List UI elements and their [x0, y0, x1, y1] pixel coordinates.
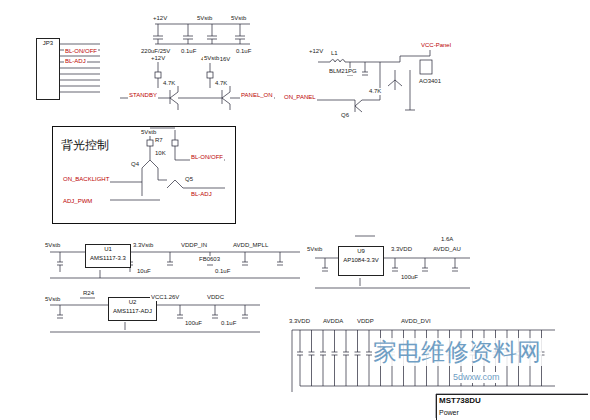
ic-box: U1AMS1117-3.3: [85, 244, 131, 268]
part-label: U1: [86, 245, 130, 254]
ic-box: JP3: [36, 38, 60, 100]
part-label: AMS1117-3.3: [86, 254, 130, 263]
title-text: Power: [437, 407, 588, 419]
part-label: AMS1117-ADJ: [109, 307, 156, 316]
part-value: 5Vstb: [44, 296, 61, 303]
net-label: VCC-Panel: [420, 42, 452, 49]
part-value: 3.3VDD: [390, 246, 413, 253]
capacitor-row: [153, 24, 250, 44]
net-label: PANEL_ON: [240, 92, 274, 99]
part-value: BLM21PG: [328, 68, 358, 75]
net-label: BL-ADJ: [190, 191, 213, 198]
part-value: 0.1uF: [180, 48, 197, 55]
net-label: ADJ_PWM: [62, 198, 93, 205]
part-value: 0.1uF: [235, 48, 252, 55]
net-label: ON_BACKLIGHT: [62, 176, 110, 183]
part-value: R7: [154, 137, 164, 144]
part-value: L1: [330, 50, 339, 57]
part-value: 3.3Vstb: [132, 242, 154, 249]
part-value: AVDDA: [322, 318, 344, 325]
part-value: 10uF: [136, 268, 152, 275]
part-value: VDDP: [356, 318, 375, 325]
part-value: VCC1.26V: [150, 294, 180, 301]
decoupling-bank: [292, 330, 555, 392]
part-value: R24: [82, 290, 95, 297]
net-label: BL-ADJ: [64, 58, 87, 65]
part-value: 1.6A: [440, 236, 454, 243]
capacitor-symbol: [320, 330, 326, 386]
net-label: BL-ON/OFF: [64, 48, 98, 55]
regulator-core-rail: [50, 298, 260, 332]
part-value: AO3401: [418, 78, 442, 85]
part-value: 100uF: [400, 274, 419, 281]
part-value: +12V: [150, 55, 166, 62]
part-value: AVDD_MPLL: [232, 242, 269, 249]
capacitor-symbol: [332, 330, 338, 386]
part-value: Q6: [340, 112, 350, 119]
backlight-circuit: [110, 128, 225, 200]
part-label: U9: [339, 247, 383, 256]
part-value: VDDC: [206, 294, 225, 301]
part-label: JP3: [37, 39, 59, 48]
part-value: 10K: [154, 150, 167, 157]
part-label: AP1084-3.3V: [339, 256, 383, 265]
part-value: +12V: [152, 15, 168, 22]
part-value: 100uF: [184, 320, 203, 327]
part-value: 0.1uF: [220, 320, 237, 327]
part-value: 5Vstb: [140, 129, 157, 136]
net-label: STANDBY: [128, 92, 158, 99]
part-value: Q4: [130, 161, 140, 168]
ic-box: U9AP1084-3.3V: [338, 246, 384, 276]
watermark: 家电维修资料网: [372, 338, 542, 366]
region-heading: 背光控制: [59, 137, 111, 153]
part-value: 4.7K: [162, 80, 176, 87]
part-value: AVDD_DVI: [400, 318, 432, 325]
capacitor-symbol: [343, 330, 349, 386]
part-value: 0.1uF: [214, 268, 231, 275]
title-text: MST738DU: [437, 395, 588, 407]
panel-power-switch: [300, 50, 432, 112]
capacitor-symbol: [355, 330, 361, 386]
part-value: 3.3VDD: [288, 318, 311, 325]
net-label: BL-ON/OFF: [190, 154, 224, 161]
part-label: U2: [109, 298, 156, 307]
part-value: AVDD_AU: [432, 246, 462, 253]
part-value: 5Vstb: [203, 55, 220, 62]
part-value: FB0603: [198, 256, 221, 263]
part-value: 5Vstb: [196, 15, 213, 22]
part-value: Q5: [184, 176, 194, 183]
watermark: 5dwxw.com: [452, 372, 501, 383]
part-value: 4.7K: [214, 80, 228, 87]
capacitor-symbol: [309, 330, 315, 386]
regulator-audio-rail: [315, 236, 470, 288]
net-label: ON_PANEL: [283, 94, 317, 101]
transistor-switches: [120, 62, 275, 110]
backlight-region: 背光控制: [52, 126, 236, 224]
part-value: 220uF/25V: [140, 48, 171, 55]
title-block: MST738DUPower: [436, 394, 588, 420]
part-value: VDDP_IN: [180, 242, 208, 249]
part-value: 5Vstb: [230, 15, 247, 22]
part-value: +12V: [308, 48, 324, 55]
part-value: 5Vstb: [44, 242, 61, 249]
connector-pins: [60, 44, 100, 92]
part-value: 4.7K: [368, 88, 382, 95]
part-value: 5Vstb: [306, 246, 323, 253]
capacitor-symbol: [297, 330, 303, 386]
